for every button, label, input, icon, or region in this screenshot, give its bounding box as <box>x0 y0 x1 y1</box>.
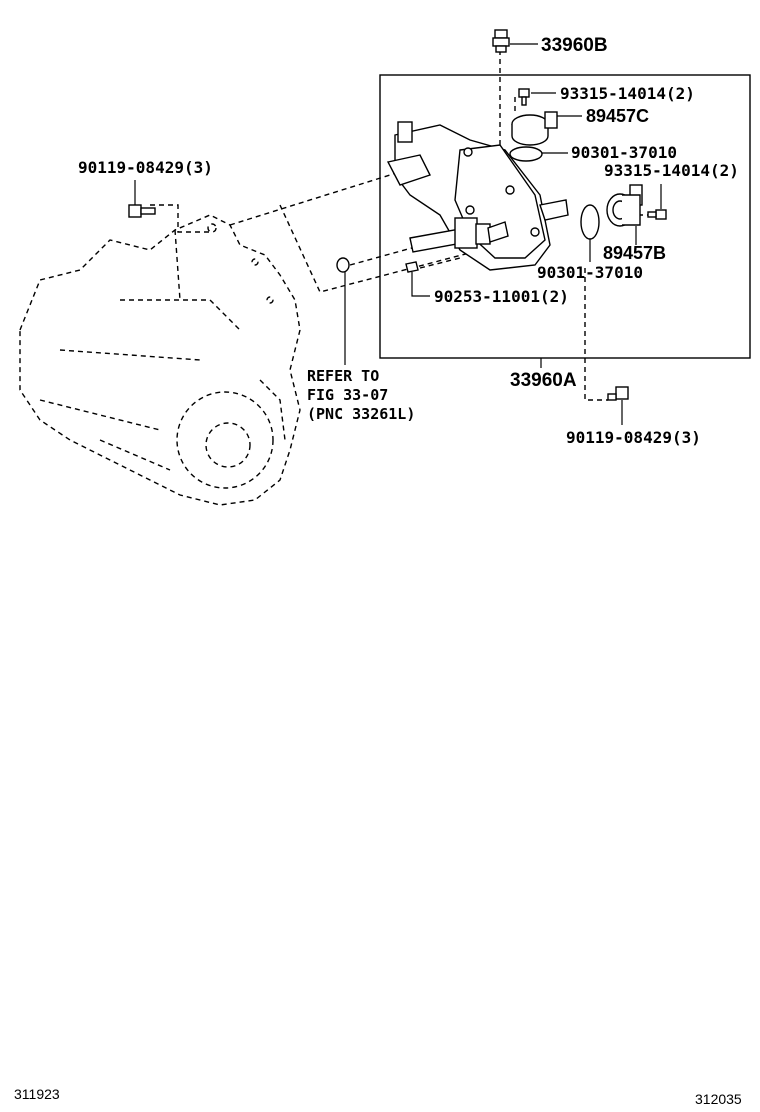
label-oring-upper: 90301-37010 <box>571 143 677 162</box>
label-pin: 90253-11001(2) <box>434 287 569 306</box>
bolt-lower-right-icon <box>607 386 629 401</box>
bolt-left-icon <box>128 204 156 218</box>
note-line-1: REFER TO <box>307 367 379 385</box>
bolt-upper-icon <box>518 88 530 106</box>
sleeve-icon <box>336 257 350 273</box>
label-33960a: 33960A <box>510 370 577 391</box>
assembly-box <box>379 74 751 359</box>
label-oring-lower: 90301-37010 <box>537 263 643 282</box>
label-bolt-lower-right: 90119-08429(3) <box>566 428 701 447</box>
transmission-case <box>19 214 301 506</box>
footer-right-code: 312035 <box>695 1091 742 1107</box>
label-bolt-right: 93315-14014(2) <box>604 161 739 180</box>
label-33960b: 33960B <box>541 35 608 56</box>
sensor-89457c-icon <box>511 111 558 146</box>
label-89457b: 89457B <box>603 243 666 263</box>
note-line-3: (PNC 33261L) <box>307 405 415 423</box>
oring-lower-icon <box>580 204 600 240</box>
pin-icon <box>405 261 419 273</box>
oring-upper-icon <box>509 146 543 162</box>
label-bolt-left: 90119-08429(3) <box>78 158 213 177</box>
sensor-89457b-icon <box>606 184 643 227</box>
footer-left-code: 311923 <box>14 1086 60 1102</box>
bolt-right-icon <box>647 209 667 220</box>
label-bolt-upper: 93315-14014(2) <box>560 84 695 103</box>
note-line-2: FIG 33-07 <box>307 386 388 404</box>
shaft-icon <box>409 217 509 253</box>
label-89457c: 89457C <box>586 106 649 126</box>
fitting-33960b-icon <box>492 29 510 53</box>
